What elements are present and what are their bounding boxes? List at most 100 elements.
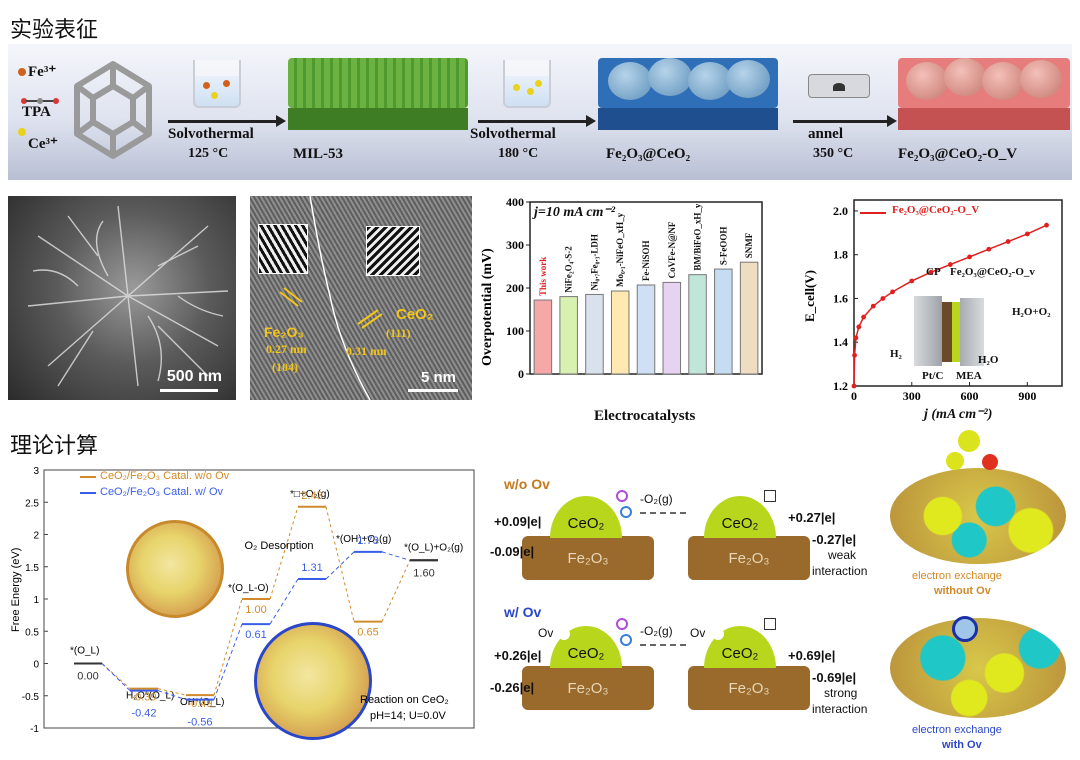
line-ylabel: E_cell(V) bbox=[802, 270, 817, 322]
line-xlabel: j (mA cm⁻²) bbox=[924, 407, 993, 422]
schematic-title-with-ov: w/ Ov bbox=[504, 604, 542, 620]
bar-ytick: 400 bbox=[506, 195, 524, 209]
charge-right-top: +0.69|e| bbox=[788, 648, 836, 663]
bar-category-label: BM/BiFeO_xH_y bbox=[693, 203, 703, 270]
line-series bbox=[853, 224, 1047, 387]
sem-scale-bar bbox=[160, 389, 218, 392]
bar-category-label: S-FeOOH bbox=[718, 227, 728, 266]
fe2o3-slab: Fe₂O₃ bbox=[522, 666, 654, 710]
tem-fe-label: Fe₂O₃ bbox=[264, 324, 304, 340]
render-caption-bottom-2: with Ov bbox=[942, 739, 982, 751]
sem-image: 500 nm bbox=[8, 196, 236, 400]
step-label: H₂O*(O_L) bbox=[126, 691, 174, 702]
line-xtick: 0 bbox=[851, 389, 857, 403]
bar-annotation: j=10 mA cm⁻² bbox=[534, 205, 616, 220]
bar bbox=[559, 296, 578, 375]
energy-ylabel: Free Energy (eV) bbox=[10, 547, 22, 632]
bar-ylabel: Overpotential (mV) bbox=[480, 248, 495, 366]
energy-value: 1.31 bbox=[301, 562, 322, 574]
interaction-label: interaction bbox=[812, 702, 868, 716]
energy-connector bbox=[213, 623, 243, 700]
line-ytick: 1.4 bbox=[833, 335, 848, 349]
bar-ytick: 300 bbox=[506, 238, 524, 252]
step-label: *□+O₂(g) bbox=[290, 489, 330, 500]
bar bbox=[636, 284, 656, 375]
energy-value: 2.43 bbox=[301, 490, 322, 502]
energy-ytick: 2 bbox=[33, 531, 39, 542]
reagent-fe: Fe³⁺ bbox=[28, 64, 57, 80]
bar bbox=[662, 281, 682, 375]
line-ytick: 2.0 bbox=[833, 204, 848, 218]
energy-connector bbox=[269, 578, 299, 625]
step3-method: annel bbox=[808, 126, 844, 142]
charge-right-bottom: -0.69|e| bbox=[812, 670, 857, 685]
step-label: *(O_L) bbox=[70, 646, 99, 657]
fe2o3-ceo2-platform bbox=[598, 58, 778, 130]
energy-value: 1.60 bbox=[413, 567, 434, 579]
arrow-step1 bbox=[168, 115, 286, 127]
energy-connector bbox=[269, 506, 299, 600]
step1-product: MIL-53 bbox=[293, 146, 343, 162]
render-caption-bottom-1: electron exchange bbox=[912, 724, 1002, 736]
beaker-icon bbox=[503, 60, 551, 108]
ov-label: Ov bbox=[538, 626, 554, 640]
ce-ion-icon bbox=[18, 128, 26, 136]
energy-connector bbox=[157, 688, 187, 696]
line-xtick: 300 bbox=[903, 389, 921, 403]
energy-ytick: 0 bbox=[33, 660, 39, 671]
tem-fe-d: 0.27 nm bbox=[266, 342, 307, 356]
desorption-label: O₂ Desorption bbox=[244, 540, 314, 552]
line-point bbox=[870, 303, 876, 309]
arrow-step3 bbox=[793, 115, 897, 127]
inset-ptc: Pt/C bbox=[922, 370, 944, 382]
bar bbox=[610, 290, 630, 375]
energy-connector bbox=[325, 506, 355, 622]
dashed-arrow bbox=[640, 512, 686, 514]
render-caption-top-2: without Ov bbox=[934, 585, 991, 597]
line-ytick: 1.2 bbox=[833, 379, 848, 393]
energy-ytick: 0.5 bbox=[25, 627, 39, 638]
bar-category-label: Fe-NiSOH bbox=[641, 240, 651, 281]
step1-temp: 125 °C bbox=[188, 146, 229, 161]
step2-method: Solvothermal bbox=[470, 126, 556, 142]
legend-wo-label: CeO₂/Fe₂O₃ Catal. w/o Ov bbox=[100, 470, 230, 482]
inset-catalyst: Fe₂O₃@CeO₂-O_v bbox=[950, 266, 1035, 278]
inset-h2o: H₂O bbox=[978, 354, 999, 366]
charge-left-bottom: -0.26|e| bbox=[490, 680, 535, 695]
line-legend-marker bbox=[860, 212, 886, 214]
furnace-icon bbox=[808, 74, 870, 98]
energy-connector bbox=[213, 598, 243, 696]
step2-temp: 180 °C bbox=[498, 146, 539, 161]
mil53-platform bbox=[288, 58, 468, 130]
step3-temp: 350 °C bbox=[813, 146, 854, 161]
energy-value: -0.56 bbox=[187, 717, 212, 729]
step-label: OH*(O_L) bbox=[180, 697, 224, 708]
line-point bbox=[1005, 239, 1011, 244]
legend-w-label: CeO₂/Fe₂O₃ Catal. w/ Ov bbox=[100, 486, 224, 498]
inset-mea: MEA bbox=[956, 370, 982, 382]
energy-connector bbox=[381, 560, 411, 622]
energy-value: 1.00 bbox=[245, 604, 266, 616]
oxygen-icon bbox=[620, 506, 632, 518]
render-caption-top-1: electron exchange bbox=[912, 570, 1002, 582]
structure-inset-with-ov bbox=[254, 622, 372, 740]
line-xtick: 900 bbox=[1018, 389, 1036, 403]
reagent-tpa: TPA bbox=[22, 104, 51, 120]
synthesis-banner: Fe³⁺ TPA Ce³⁺ Solvothermal 125 °C MIL-53 bbox=[8, 44, 1072, 180]
conditions-label: pH=14; U=0.0V bbox=[370, 710, 446, 722]
tem-image: Fe₂O₃ 0.27 nm (104) CeO₂ (111) 0.31 nm 5… bbox=[250, 196, 472, 400]
bar-ytick: 100 bbox=[506, 324, 524, 338]
bar bbox=[688, 274, 707, 375]
line-point bbox=[880, 296, 886, 301]
line-point bbox=[1044, 222, 1049, 228]
charge-left-bottom: -0.09|e| bbox=[490, 544, 535, 559]
line-point bbox=[928, 269, 934, 275]
legend-wo-marker bbox=[80, 476, 96, 478]
step-label: *(O_L-O) bbox=[228, 583, 269, 594]
tem-scale-label: 5 nm bbox=[420, 369, 456, 386]
vacancy-notch-icon bbox=[712, 628, 724, 640]
dashed-arrow bbox=[640, 644, 686, 646]
line-point bbox=[909, 278, 915, 284]
